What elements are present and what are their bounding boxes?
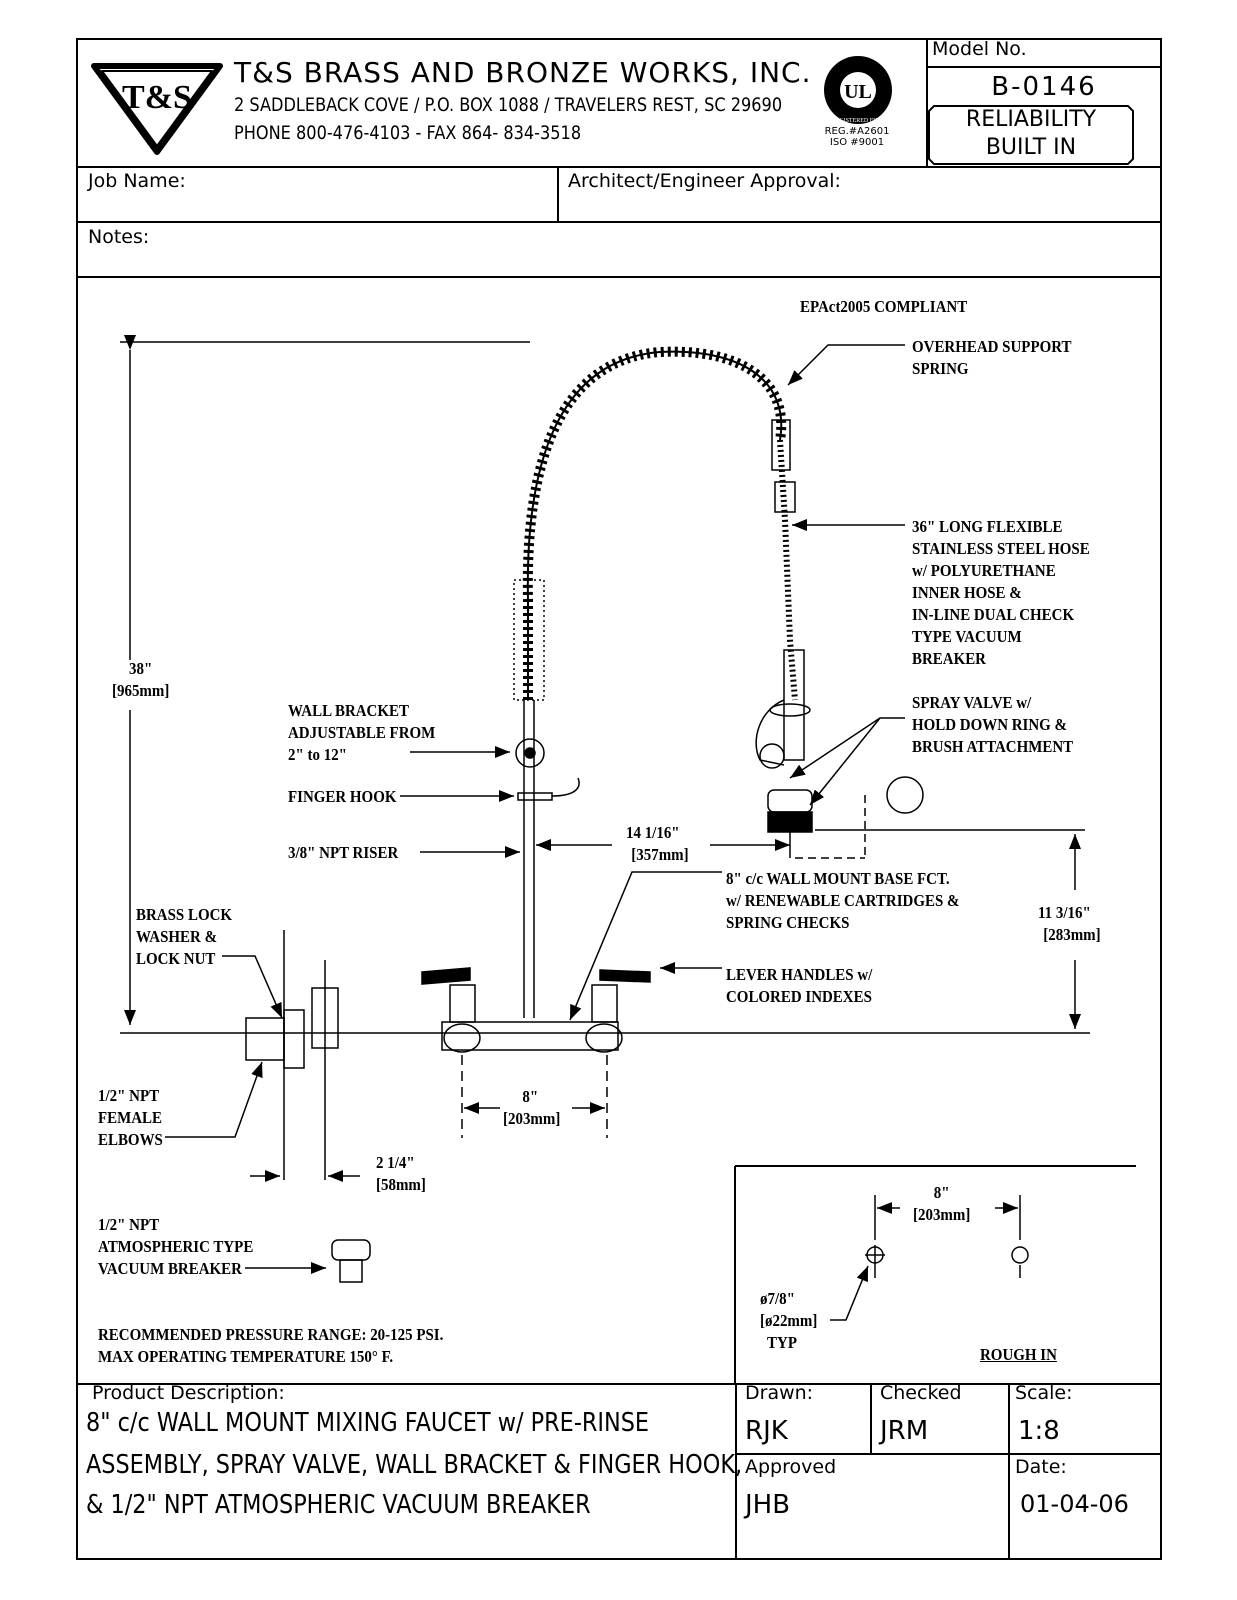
callout-spray-valve: SPRAY VALVE w/HOLD DOWN RING &BRUSH ATTA…	[912, 693, 1074, 756]
company-phone: PHONE 800-476-4103 - FAX 864- 834-3518	[234, 122, 582, 144]
ts-logo: T&S	[91, 63, 223, 155]
dim-reach: 14 1/16"[357mm]	[626, 823, 689, 864]
date-label: Date:	[1015, 1456, 1067, 1478]
product-description-line1: 8" c/c WALL MOUNT MIXING FAUCET w/ PRE-R…	[86, 1408, 650, 1438]
callout-lever-handles: LEVER HANDLES w/COLORED INDEXES	[726, 965, 873, 1006]
product-description-label: Product Description:	[92, 1382, 285, 1404]
drawn-value: RJK	[745, 1416, 788, 1446]
ul-mark: UL	[844, 81, 872, 103]
callout-base-faucet: 8" c/c WALL MOUNT BASE FCT.w/ RENEWABLE …	[726, 869, 960, 932]
company-name: T&S BRASS AND BRONZE WORKS, INC.	[234, 56, 812, 89]
job-name-label: Job Name:	[88, 170, 186, 192]
tagline-line2: BUILT IN	[985, 135, 1077, 160]
spec-sheet	[76, 38, 1162, 1560]
date-value: 01-04-06	[1020, 1490, 1129, 1518]
tagline-line1: RELIABILITY	[965, 107, 1097, 132]
callout-finger-hook: FINGER HOOK	[288, 787, 397, 806]
ul-logo: UL REGISTERED FIRM	[824, 56, 892, 124]
approval-label: Architect/Engineer Approval:	[568, 170, 841, 192]
dim-elbow-offset: 2 1/4"[58mm]	[376, 1153, 426, 1194]
rough-in-centers: 8"[203mm]	[913, 1183, 971, 1224]
model-number: B-0146	[991, 72, 1097, 102]
approved-label: Approved	[745, 1456, 837, 1478]
dim-spray-height: 11 3/16"[283mm]	[1038, 903, 1101, 944]
compliance-note: EPAct2005 COMPLIANT	[800, 297, 968, 316]
callout-riser: 3/8" NPT RISER	[288, 843, 399, 862]
rough-in-title: ROUGH IN	[980, 1345, 1057, 1364]
dim-overall-height: 38"[965mm]	[112, 659, 170, 700]
product-description-line2: ASSEMBLY, SPRAY VALVE, WALL BRACKET & FI…	[86, 1450, 743, 1480]
drawn-label: Drawn:	[745, 1382, 814, 1404]
scale-label: Scale:	[1015, 1382, 1073, 1404]
checked-label: Checked	[880, 1382, 962, 1404]
rough-in-hole: ø7/8"[ø22mm]TYP	[760, 1289, 818, 1352]
approved-value: JHB	[745, 1490, 791, 1520]
dim-centers: 8"[203mm]	[503, 1087, 561, 1128]
pressure-notes: RECOMMENDED PRESSURE RANGE: 20-125 PSI.M…	[98, 1325, 444, 1366]
checked-value: JRM	[880, 1416, 929, 1446]
iso-number: ISO #9001	[829, 137, 885, 148]
ul-ring-text: REGISTERED FIRM	[832, 118, 886, 124]
tagline-frame	[928, 105, 1134, 165]
model-label: Model No.	[932, 38, 1027, 60]
scale-value: 1:8	[1018, 1416, 1060, 1446]
product-description-line3: & 1/2" NPT ATMOSPHERIC VACUUM BREAKER	[86, 1490, 591, 1520]
notes-label: Notes:	[88, 226, 150, 248]
logo-text: T&S	[122, 79, 192, 116]
company-address: 2 SADDLEBACK COVE / P.O. BOX 1088 / TRAV…	[234, 94, 783, 116]
reg-number: REG.#A2601	[824, 126, 890, 137]
